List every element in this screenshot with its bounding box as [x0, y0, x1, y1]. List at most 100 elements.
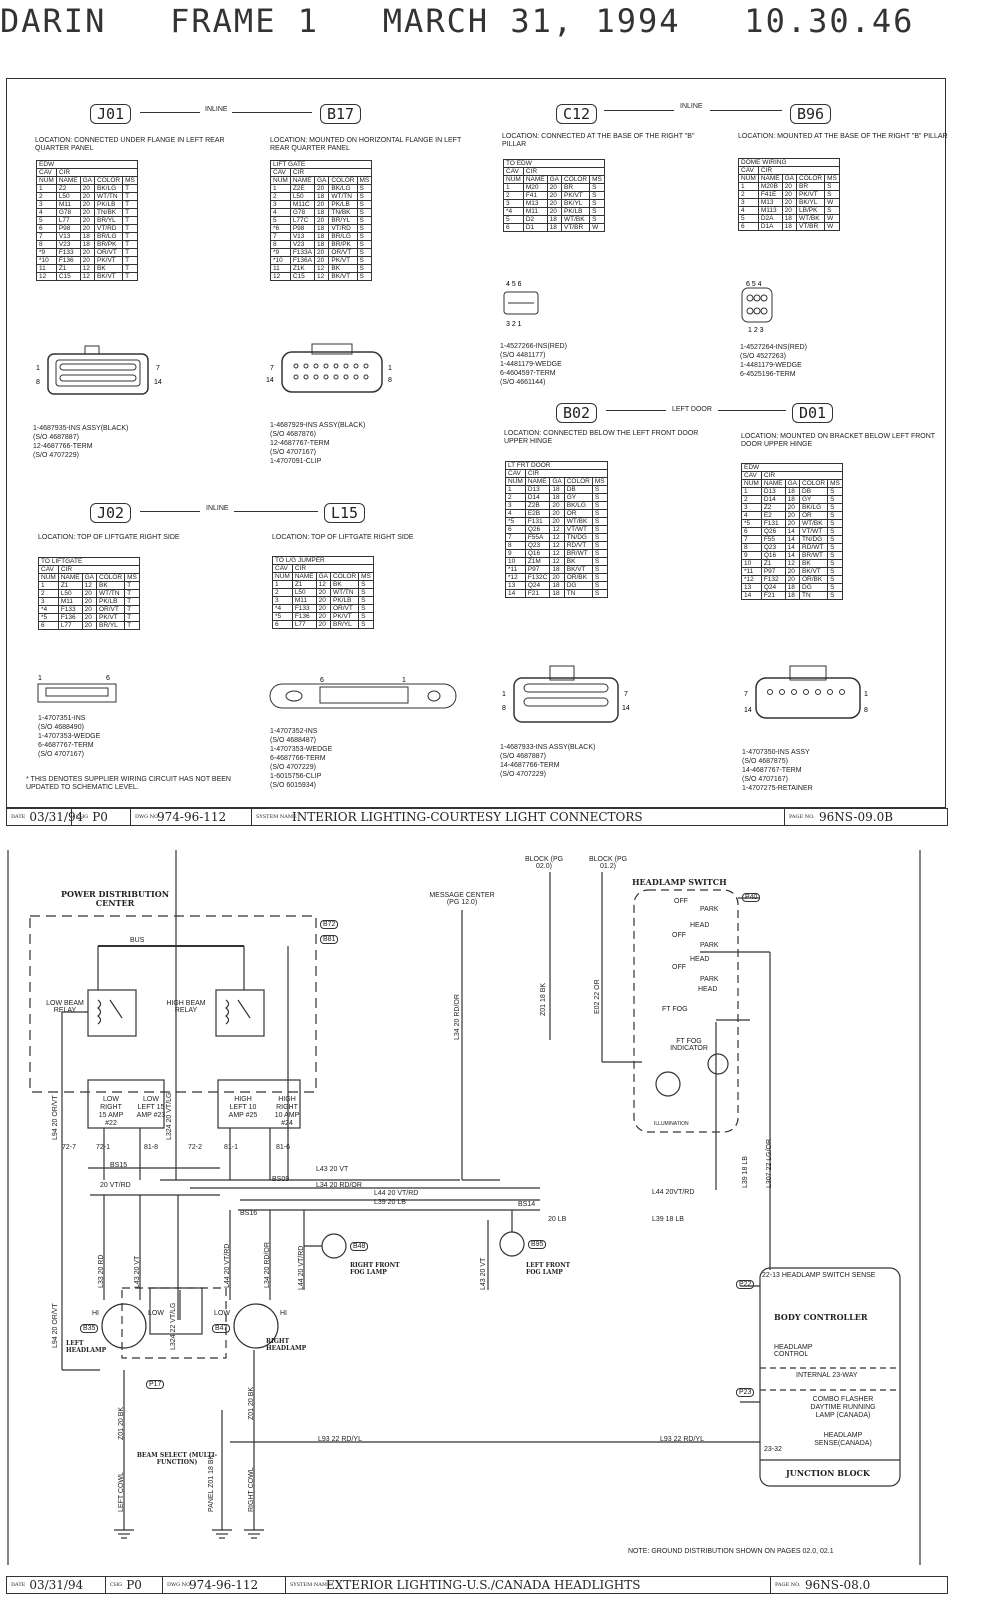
wire-20lb: 20 LB	[548, 1216, 567, 1223]
wire-l34-lower: L34 20 RD/OR	[264, 1242, 271, 1288]
svg-text:14: 14	[744, 707, 752, 714]
connector-c12: C12	[556, 104, 598, 124]
block-pg-01: BLOCK (PG 01.2)	[588, 856, 628, 870]
location-b02: LOCATION: CONNECTED BELOW THE LEFT FRONT…	[504, 430, 699, 445]
connector-j01-face: 18 714	[36, 345, 162, 395]
switch-pos-head: HEAD	[698, 986, 718, 993]
wire-l34: L34 20 RD/OR	[454, 994, 461, 1040]
headlamp-switch-title: HEADLAMP SWITCH	[632, 877, 727, 887]
right-headlamp-label: RIGHT HEADLAMP	[266, 1338, 307, 1352]
connector-b02-face: 18 714	[502, 665, 630, 723]
table-title: TO EDW	[503, 159, 605, 168]
svg-text:14: 14	[622, 705, 630, 712]
switch-pos-park: PARK	[700, 942, 719, 949]
svg-text:1: 1	[388, 365, 392, 372]
connector-b96: B96	[790, 104, 832, 124]
pin-23-32: 23-32	[764, 1446, 782, 1453]
inline-label: INLINE	[206, 505, 229, 512]
headlamp-sense-label: HEADLAMP SENSE(CANADA)	[814, 1432, 872, 1447]
switch-pos-park: PARK	[700, 976, 719, 983]
switch-pos-off: OFF	[674, 898, 688, 905]
svg-text:3 2 1: 3 2 1	[506, 321, 522, 328]
connector-c12-face: 4 5 6 3 2 1	[503, 281, 539, 328]
splice-bs14: BS14	[518, 1201, 536, 1208]
left-front-fog-lamp: LEFT FRONT FOG LAMP	[526, 1262, 571, 1276]
wire-l93-right: L93 22 RD/YL	[660, 1436, 704, 1443]
wire-l94: L94 20 OR/VT	[52, 1095, 59, 1140]
wire-z01-right: Z01 20 BK	[248, 1386, 255, 1420]
table-title: LIFT GATE	[269, 160, 373, 169]
parts-d01: 1-4707350-INS ASSY (S/O 4687875) 14-4687…	[742, 749, 813, 792]
location-b96: LOCATION: MOUNTED AT THE BASE OF THE RIG…	[738, 133, 948, 140]
location-c12: LOCATION: CONNECTED AT THE BASE OF THE R…	[502, 133, 695, 148]
wire-l39: L39 18 LB	[742, 1156, 749, 1188]
location-b17: LOCATION: MOUNTED ON HORIZONTAL FLANGE I…	[270, 137, 462, 152]
wire-l34-h: L34 20 RD/OR	[316, 1182, 362, 1189]
svg-text:6: 6	[320, 677, 324, 684]
splice-72-2: 72-2	[188, 1144, 203, 1151]
ft-fog-indicator-label: FT FOG INDICATOR	[670, 1038, 708, 1052]
svg-text:8: 8	[388, 377, 392, 384]
svg-text:6 5 4: 6 5 4	[746, 281, 762, 288]
svg-text:8: 8	[864, 707, 868, 714]
fuse-25: HIGH LEFT 10 AMP #25	[228, 1096, 258, 1119]
svg-text:1: 1	[864, 691, 868, 698]
connector-p22: P22	[736, 1280, 755, 1289]
ft-fog-label: FT FOG	[662, 1006, 688, 1013]
wire-e02: E02 22 OR	[594, 979, 601, 1014]
switch-pos-park: PARK	[700, 906, 719, 913]
footnote: * THIS DENOTES SUPPLIER WIRING CIRCUIT H…	[26, 776, 231, 791]
switch-pos-off: OFF	[672, 932, 686, 939]
ground-note: NOTE: GROUND DISTRIBUTION SHOWN ON PAGES…	[628, 1548, 834, 1555]
wire-l39-h: L39 20 LB	[374, 1199, 406, 1206]
inline-label: INLINE	[205, 106, 228, 113]
hi-label: HI	[92, 1310, 99, 1317]
wire-l43: L43 20 VT	[316, 1166, 349, 1173]
svg-text:14: 14	[266, 377, 274, 384]
svg-text:7: 7	[156, 365, 160, 372]
connector-j02: J02	[90, 503, 132, 523]
wire-vtrd: 20 VT/RD	[100, 1182, 131, 1189]
svg-text:7: 7	[270, 365, 274, 372]
svg-text:1: 1	[502, 691, 506, 698]
